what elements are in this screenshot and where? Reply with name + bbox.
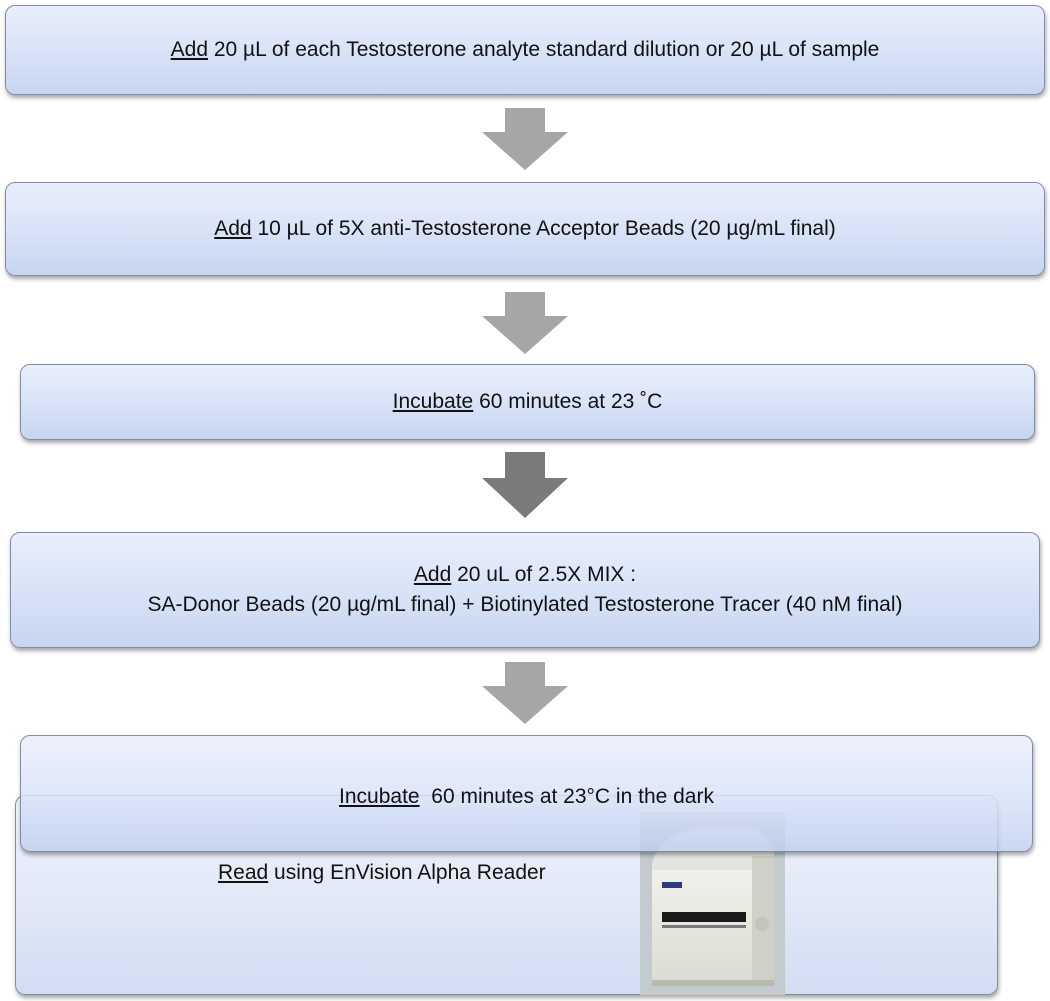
step-4-box: Add 20 uL of 2.5X MIX : SA-Donor Beads (… <box>10 532 1040 648</box>
step-2-text: Add 10 µL of 5X anti-Testosterone Accept… <box>214 214 836 244</box>
step-2-box: Add 10 µL of 5X anti-Testosterone Accept… <box>5 182 1045 276</box>
step-5-description: 60 minutes at 23°C in the dark <box>419 785 714 808</box>
step-1-description: 20 µL of each Testosterone analyte stand… <box>208 38 880 61</box>
step-3-box: Incubate 60 minutes at 23 ˚C <box>20 364 1035 440</box>
step-6-text: Read using EnVision Alpha Reader <box>218 858 546 888</box>
step-3-verb: Incubate <box>392 390 474 413</box>
step-3-text: Incubate 60 minutes at 23 ˚C <box>393 387 663 417</box>
step-6-verb: Read <box>218 861 269 884</box>
step-5-verb: Incubate <box>339 785 420 808</box>
step-2-verb: Add <box>214 217 252 240</box>
step-4-line-2: SA-Donor Beads (20 µg/mL final) + Biotin… <box>147 593 903 616</box>
step-3-description: 60 minutes at 23 ˚C <box>473 390 663 413</box>
step-1-verb: Add <box>170 38 209 61</box>
step-4-line-1: Add 20 uL of 2.5X MIX : <box>414 560 636 590</box>
step-4-verb: Add <box>413 563 452 586</box>
step-6-description: using EnVision Alpha Reader <box>268 861 546 884</box>
step-1-text: Add 20 µL of each Testosterone analyte s… <box>171 35 880 65</box>
step-5-box: Incubate 60 minutes at 23°C in the dark <box>20 735 1033 852</box>
step-1-box: Add 20 µL of each Testosterone analyte s… <box>5 5 1045 95</box>
step-2-description: 10 µL of 5X anti-Testosterone Acceptor B… <box>251 217 836 240</box>
step-4-line-1-text: 20 uL of 2.5X MIX : <box>451 563 637 586</box>
step-5-text: Incubate 60 minutes at 23°C in the dark <box>339 782 714 812</box>
